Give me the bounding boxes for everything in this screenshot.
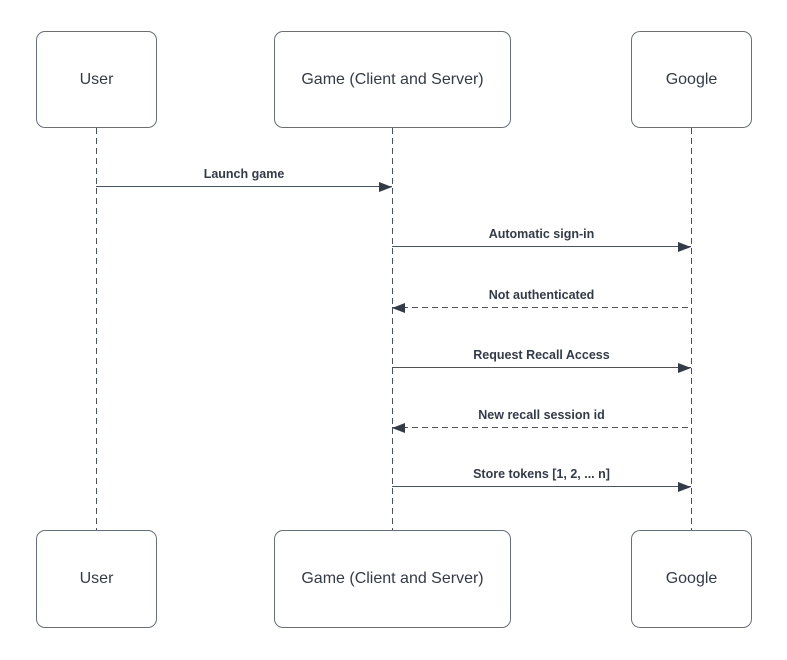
message-request-recall-access: Request Recall Access [392, 348, 691, 373]
arrowhead-icon [678, 362, 691, 373]
message-line [392, 362, 691, 373]
message-label: Not authenticated [488, 288, 595, 302]
message-line [96, 181, 392, 192]
message-launch-game: Launch game [96, 167, 392, 192]
actor-box-google-top: Google [631, 31, 752, 128]
message-line [392, 241, 691, 252]
message-label: Automatic sign-in [488, 227, 595, 241]
actor-box-game-top: Game (Client and Server) [274, 31, 511, 128]
arrowhead-icon [392, 422, 405, 433]
message-line [392, 302, 691, 313]
lifeline-google [691, 128, 692, 530]
actor-label-user: User [79, 70, 114, 88]
message-label: Launch game [203, 167, 285, 181]
actor-label-google: Google [665, 570, 718, 587]
message-label: Request Recall Access [473, 348, 610, 362]
actor-label-user: User [79, 570, 114, 587]
message-label: Store tokens [1, 2, ... n] [473, 467, 610, 481]
message-new-recall-session-id: New recall session id [392, 408, 691, 433]
lifeline-game [392, 128, 393, 530]
message-automatic-sign-in: Automatic sign-in [392, 227, 691, 252]
actor-box-google-bottom: Google [631, 530, 752, 628]
actor-box-game-bottom: Game (Client and Server) [274, 530, 511, 628]
actor-box-user-top: User [36, 31, 157, 128]
message-not-authenticated: Not authenticated [392, 288, 691, 313]
message-label: New recall session id [478, 408, 605, 422]
actor-label-game: Game (Client and Server) [301, 70, 484, 88]
arrowhead-icon [379, 181, 392, 192]
message-line [392, 422, 691, 433]
message-line [392, 481, 691, 492]
arrowhead-icon [678, 241, 691, 252]
actor-box-user-bottom: User [36, 530, 157, 628]
actor-label-game: Game (Client and Server) [301, 570, 484, 587]
message-store-tokens: Store tokens [1, 2, ... n] [392, 467, 691, 492]
lifeline-user [96, 128, 97, 530]
actor-label-google: Google [665, 70, 718, 88]
arrowhead-icon [392, 302, 405, 313]
arrowhead-icon [678, 481, 691, 492]
